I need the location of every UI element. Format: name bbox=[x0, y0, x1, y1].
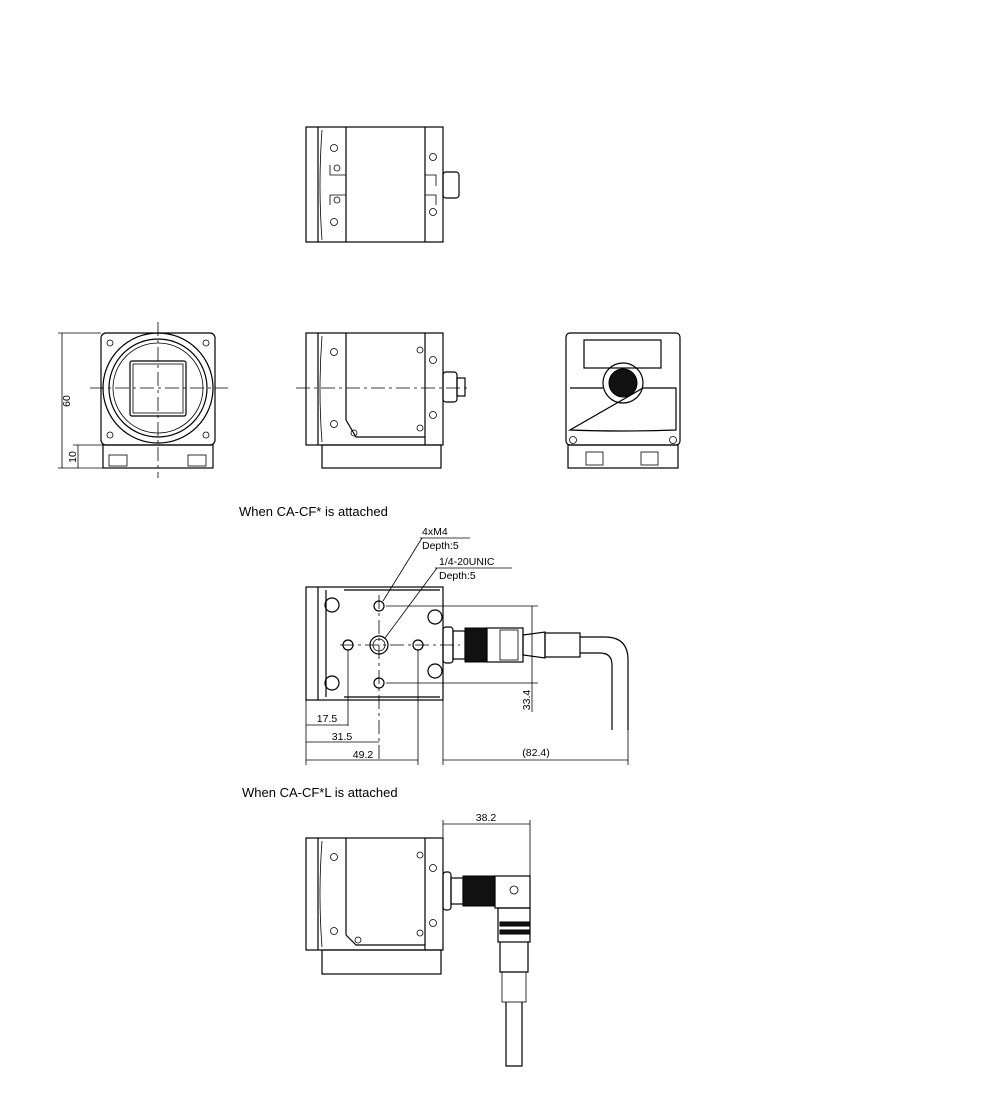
callout-mount-title: 4xM4 bbox=[422, 526, 448, 538]
dim-b-label: 31.5 bbox=[332, 731, 353, 743]
caption-cfl-attached: When CA-CF*L is attached bbox=[242, 785, 398, 800]
dim-height-label: 60 bbox=[61, 395, 73, 407]
side-view bbox=[296, 332, 470, 469]
callout-tripod-depth: Depth:5 bbox=[439, 570, 476, 582]
caption-cf-attached: When CA-CF* is attached bbox=[239, 504, 388, 519]
cf-attached-view: 4xM4 Depth:5 1/4-20UNIC Depth:5 33.4 17.… bbox=[305, 526, 629, 765]
front-view: 60 10 bbox=[58, 322, 228, 478]
dim-connector-label: 38.2 bbox=[476, 812, 497, 824]
dim-base-label: 10 bbox=[67, 451, 79, 463]
dim-a-label: 17.5 bbox=[317, 713, 338, 725]
dim-c-label: 49.2 bbox=[353, 749, 374, 761]
callout-mount-depth: Depth:5 bbox=[422, 540, 459, 552]
rear-view bbox=[565, 332, 681, 469]
callout-tripod-title: 1/4-20UNIC bbox=[439, 556, 495, 568]
cfl-attached-view: 38.2 bbox=[305, 812, 531, 1067]
top-view bbox=[305, 126, 460, 243]
dim-vertical-label: 33.4 bbox=[521, 690, 533, 711]
dim-cable-label: (82.4) bbox=[522, 747, 549, 759]
